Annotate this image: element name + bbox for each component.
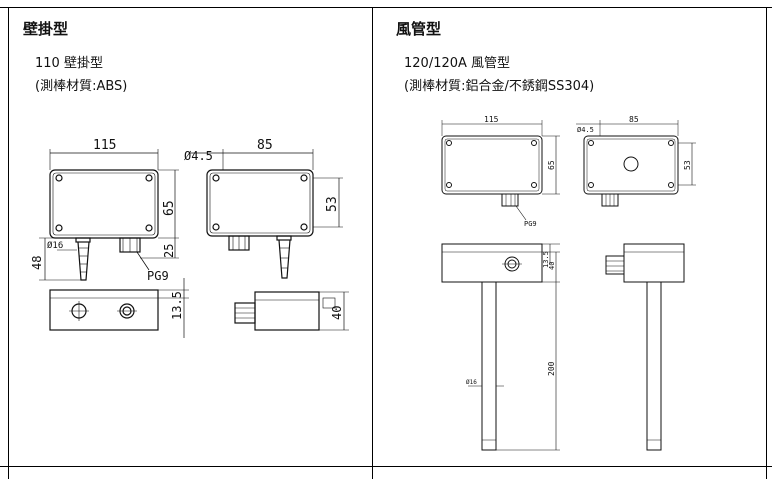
duct-dim-depth-40: 40 xyxy=(548,262,556,270)
duct-dim-height-65: 65 xyxy=(547,160,556,170)
dim-height-65: 65 xyxy=(162,200,177,216)
duct-dim-hole-4-5: Ø4.5 xyxy=(577,126,594,134)
duct-dim-depth-13-5: 13.5 xyxy=(542,251,550,268)
duct-dim-height-53: 53 xyxy=(683,160,692,170)
label-pg9: PG9 xyxy=(147,269,169,283)
duct-mount-drawing: 115 Ø4.5 85 65 53 PG9 13.5 40 200 Ø16 xyxy=(441,115,696,451)
dim-depth-13-5: 13.5 xyxy=(170,291,184,320)
table-bottom-border xyxy=(0,466,772,467)
wall-mount-panel: 壁掛型 110 壁掛型 (測棒材質:ABS) xyxy=(9,8,372,466)
duct-dim-width-85: 85 xyxy=(629,115,639,124)
table-top-border xyxy=(0,7,772,8)
dim-probe-48: 48 xyxy=(30,256,44,270)
dim-width-115: 115 xyxy=(93,138,116,153)
duct-dim-width-115: 115 xyxy=(484,115,499,124)
duct-mount-model: 120/120A 風管型 xyxy=(404,56,511,71)
duct-mount-panel: 風管型 120/120A 風管型 (測棒材質:鋁合金/不銹鋼SS304) xyxy=(374,8,766,466)
dim-depth-40: 40 xyxy=(330,306,344,320)
wall-mount-material: (測棒材質:ABS) xyxy=(35,79,128,94)
duct-mount-title: 風管型 xyxy=(396,20,442,38)
wall-mount-drawing: 115 Ø4.5 85 65 53 25 48 Ø16 PG9 13.5 40 xyxy=(30,138,349,338)
dim-hole-4-5: Ø4.5 xyxy=(184,149,213,163)
dim-height-53: 53 xyxy=(325,196,340,212)
duct-dim-probe-200: 200 xyxy=(547,361,556,376)
table-center-divider xyxy=(372,7,373,479)
wall-mount-title: 壁掛型 xyxy=(23,20,69,38)
dim-probe-dia: Ø16 xyxy=(47,240,63,251)
duct-label-pg9: PG9 xyxy=(524,220,537,228)
duct-dim-probe-dia: Ø16 xyxy=(466,379,477,386)
table-left-border xyxy=(8,7,9,479)
dim-gland-25: 25 xyxy=(162,244,176,258)
dim-width-85: 85 xyxy=(257,138,273,153)
duct-mount-material: (測棒材質:鋁合金/不銹鋼SS304) xyxy=(404,79,595,94)
table-right-border xyxy=(766,7,767,479)
wall-mount-model: 110 壁掛型 xyxy=(35,56,103,71)
